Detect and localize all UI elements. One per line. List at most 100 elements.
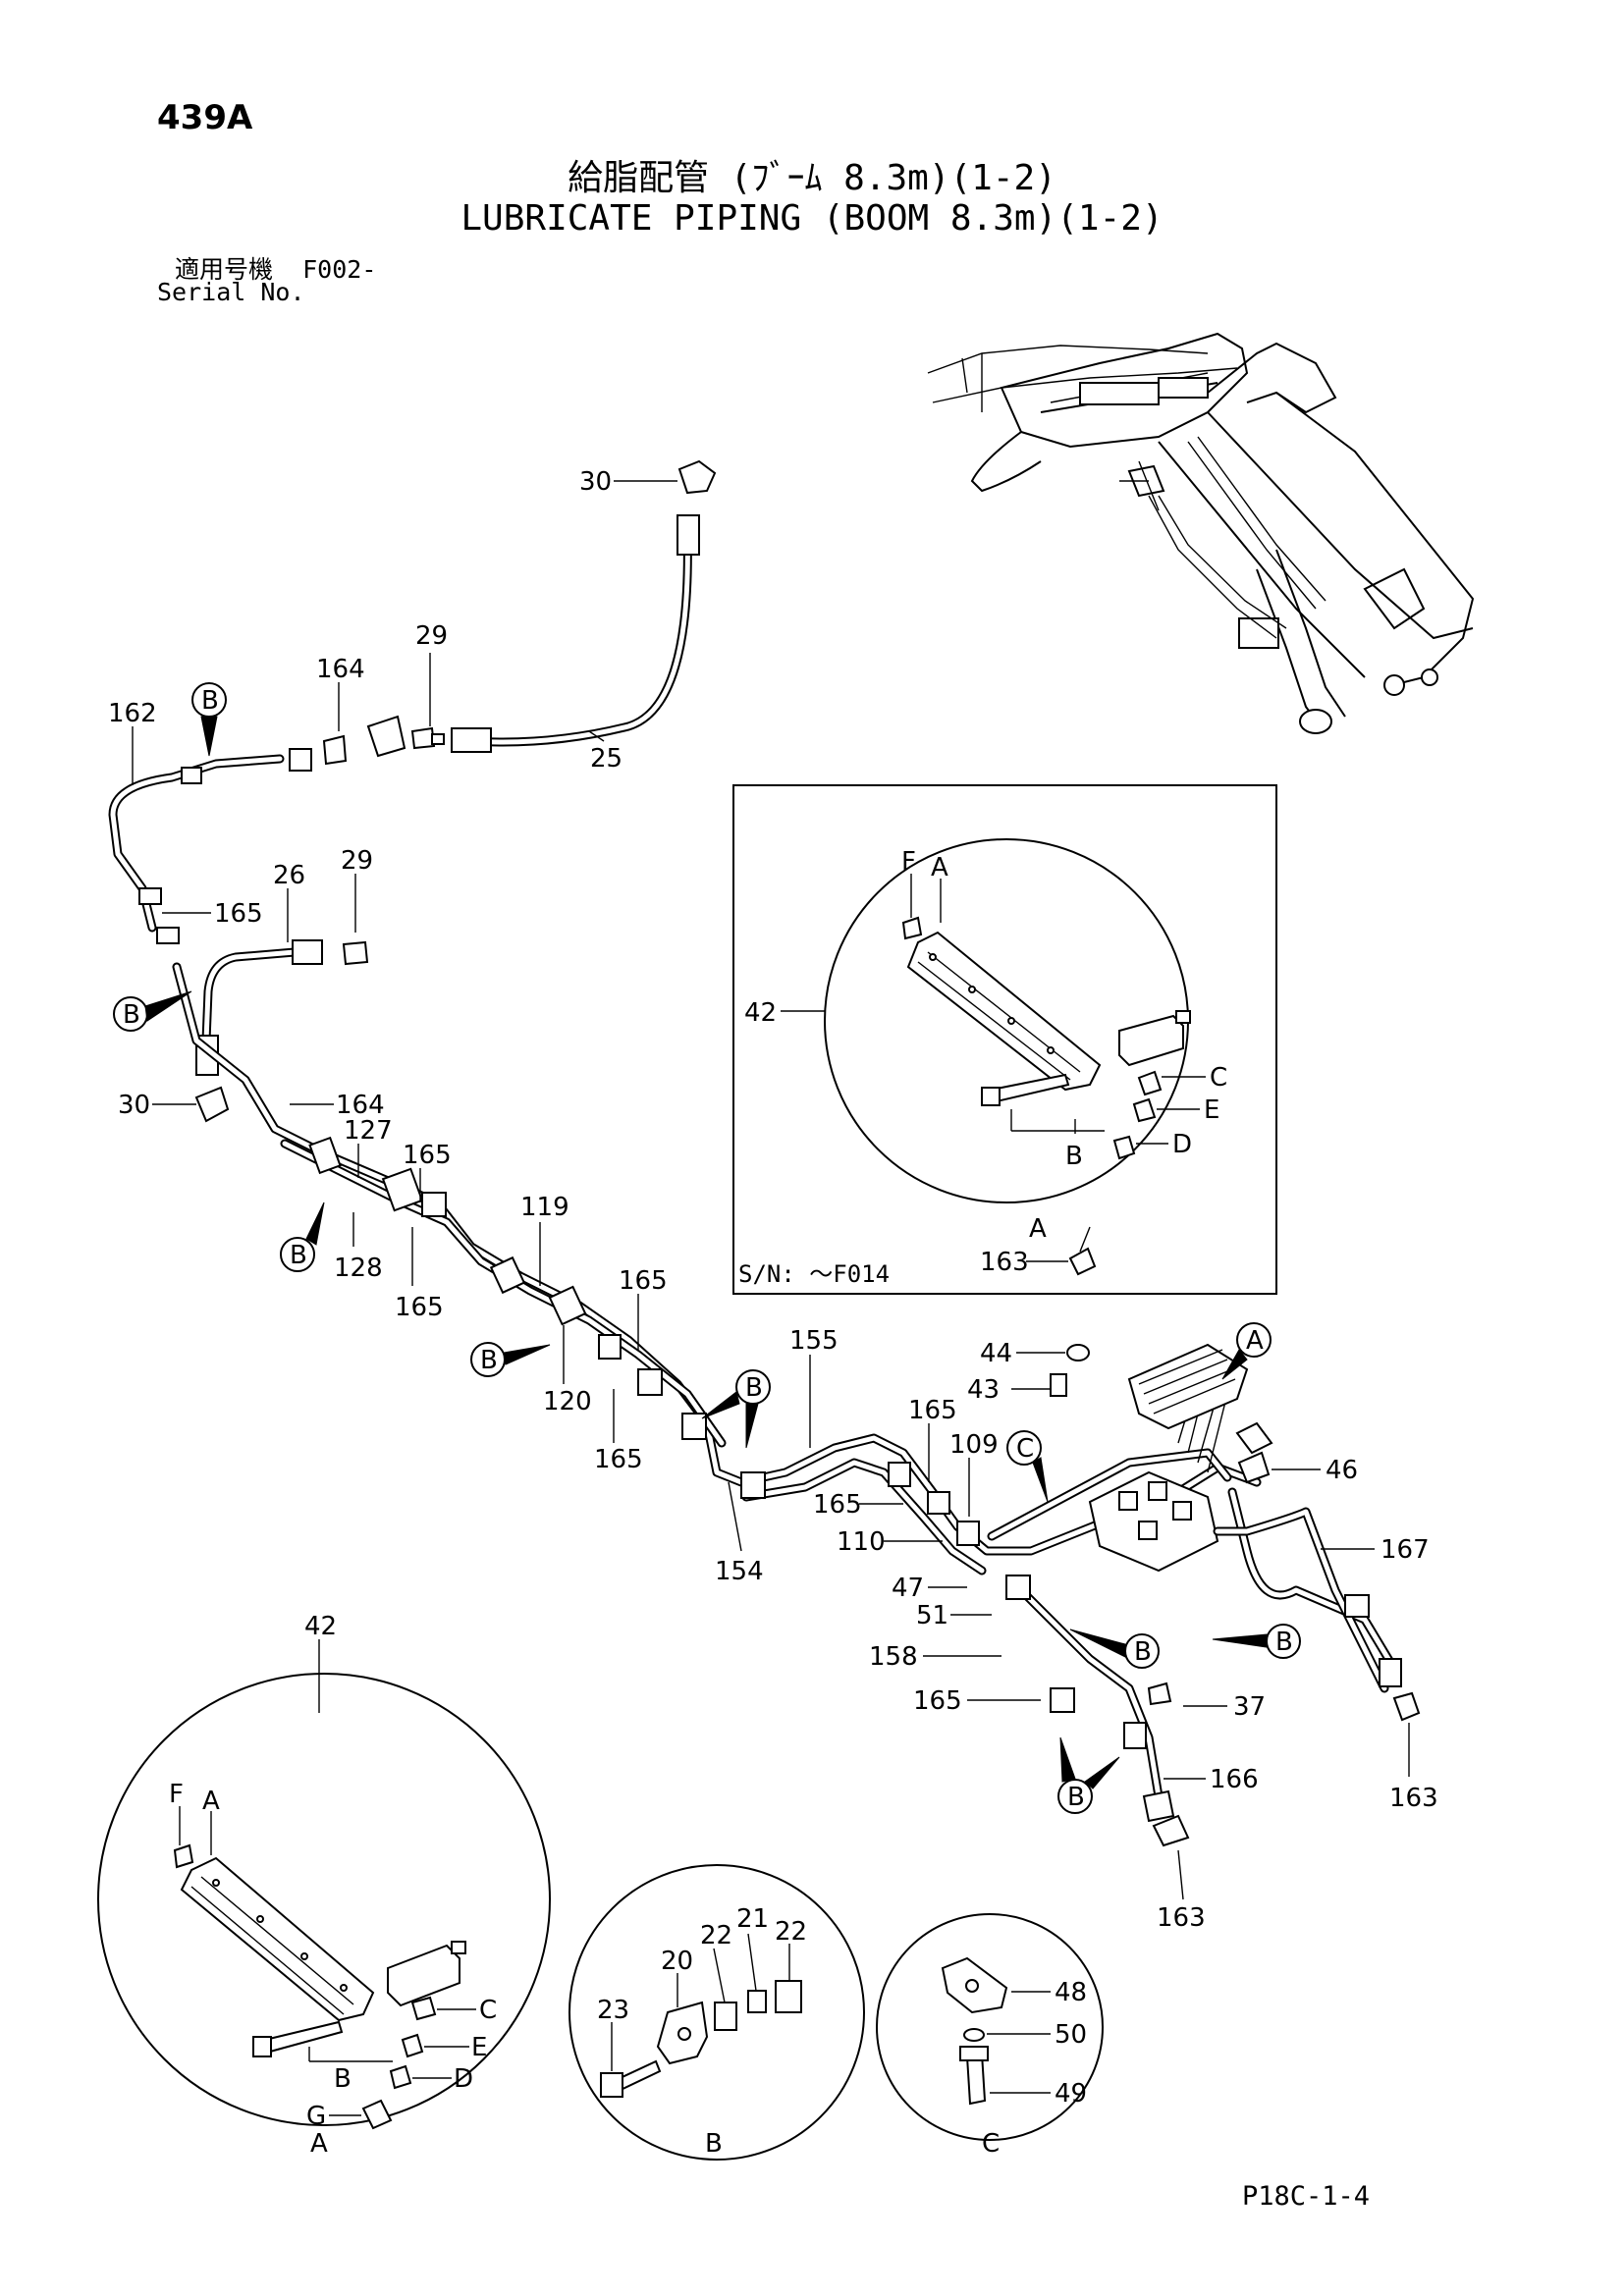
inset-serial-note: S/N: ～F014 xyxy=(738,1260,890,1288)
callout-110: 110 xyxy=(837,1527,886,1557)
page-number: 439A xyxy=(157,98,253,137)
detail-a-label-c: C xyxy=(479,1996,497,2025)
detail-c-callout-50: 50 xyxy=(1055,2020,1087,2050)
svg-text:B: B xyxy=(480,1346,498,1375)
detail-a-label-d: D xyxy=(454,2064,473,2094)
svg-text:B: B xyxy=(123,1000,140,1030)
svg-text:B: B xyxy=(201,686,219,716)
callout-165-g: 165 xyxy=(813,1490,862,1520)
callout-109: 109 xyxy=(949,1430,999,1460)
inset-label-c: C xyxy=(1210,1063,1227,1093)
detail-a-label-e: E xyxy=(471,2033,487,2062)
callout-37: 37 xyxy=(1233,1692,1266,1722)
callout-127: 127 xyxy=(344,1116,393,1146)
callout-29-mid: 29 xyxy=(341,846,373,876)
svg-text:B: B xyxy=(745,1373,763,1403)
callout-46: 46 xyxy=(1326,1456,1358,1485)
callout-47: 47 xyxy=(892,1574,924,1603)
marker-b-7: B xyxy=(1212,1624,1301,1659)
marker-b-6: B xyxy=(1069,1629,1160,1669)
callout-164-top: 164 xyxy=(316,655,365,684)
title-english: LUBRICATE PIPING (BOOM 8.3m)(1-2) xyxy=(460,198,1164,239)
inset-box-early-serial: 42 F A C E D B A 163 S/N: ～F014 xyxy=(732,784,1277,1295)
inset-label-f: F xyxy=(901,847,916,877)
main-callouts: 30 164 29 162 25 26 29 165 30 164 127 16… xyxy=(108,467,1438,1933)
detail-b-callout-21: 21 xyxy=(736,1904,769,1934)
serial-label-english: Serial No. xyxy=(157,278,305,306)
callout-30-top: 30 xyxy=(579,467,612,497)
serial-value: F002- xyxy=(302,255,377,284)
detail-b: 20 22 21 22 23 B xyxy=(568,1864,865,2161)
callout-119: 119 xyxy=(520,1193,569,1222)
detail-c-callout-49: 49 xyxy=(1055,2079,1087,2109)
callout-154: 154 xyxy=(715,1557,764,1586)
detail-a-label-b: B xyxy=(334,2064,352,2094)
svg-text:B: B xyxy=(1067,1783,1085,1812)
detail-b-callout-22a: 22 xyxy=(700,1921,732,1950)
detail-a-label-f: F xyxy=(169,1780,184,1809)
callout-165-f: 165 xyxy=(908,1396,957,1425)
title-japanese: 給脂配管 (ﾌﾞｰﾑ 8.3m)(1-2) xyxy=(568,158,1056,198)
callout-29-top: 29 xyxy=(415,621,448,651)
marker-b-1: B xyxy=(191,682,227,757)
marker-b-8: B xyxy=(1057,1736,1120,1814)
inset-label-e: E xyxy=(1204,1095,1219,1125)
callout-42-detail: 42 xyxy=(304,1612,337,1641)
svg-text:B: B xyxy=(1275,1628,1293,1657)
callout-165-e: 165 xyxy=(594,1445,643,1474)
callout-51: 51 xyxy=(916,1601,948,1630)
inset-callout-163: 163 xyxy=(980,1248,1029,1277)
detail-a: F A C E D B G A xyxy=(97,1673,551,2159)
detail-a-caption: A xyxy=(310,2129,328,2159)
callout-163-bottom: 163 xyxy=(1157,1903,1206,1933)
boom-overview-drawing xyxy=(927,332,1475,734)
marker-b-5: B xyxy=(701,1369,771,1449)
callout-163-right: 163 xyxy=(1389,1784,1438,1813)
marker-b-2: B xyxy=(113,990,192,1032)
callout-167: 167 xyxy=(1380,1535,1430,1565)
callout-165-d: 165 xyxy=(619,1266,668,1296)
svg-text:A: A xyxy=(1246,1326,1264,1356)
detail-b-caption: B xyxy=(705,2129,723,2159)
inset-label-a: A xyxy=(931,853,948,882)
svg-text:C: C xyxy=(1016,1434,1034,1464)
callout-165-h: 165 xyxy=(913,1686,962,1716)
callout-25: 25 xyxy=(590,744,623,774)
detail-b-callout-23: 23 xyxy=(597,1996,629,2025)
callout-120: 120 xyxy=(543,1387,592,1416)
detail-a-label-g: G xyxy=(306,2102,326,2131)
callout-165-a: 165 xyxy=(214,899,263,929)
svg-text:B: B xyxy=(290,1241,307,1270)
serial-line-japanese: 適用号機 F002- xyxy=(175,250,376,286)
inset-label-d: D xyxy=(1172,1130,1192,1159)
callout-164-mid: 164 xyxy=(336,1091,385,1120)
marker-a-main: A xyxy=(1221,1322,1272,1380)
marker-b-4: B xyxy=(470,1342,551,1377)
svg-text:B: B xyxy=(1134,1637,1152,1667)
detail-c: 48 50 49 C xyxy=(876,1913,1104,2159)
main-piping xyxy=(108,459,1421,1847)
callout-26: 26 xyxy=(273,861,305,890)
inset-label-a-bottom: A xyxy=(1029,1214,1047,1244)
callout-43: 43 xyxy=(967,1375,1000,1405)
detail-c-caption: C xyxy=(982,2129,1000,2159)
serial-label-japanese: 適用号機 xyxy=(175,255,274,284)
callout-165-c: 165 xyxy=(395,1293,444,1322)
marker-b-3: B xyxy=(280,1201,325,1272)
callout-166: 166 xyxy=(1210,1765,1259,1794)
callout-158: 158 xyxy=(869,1642,918,1672)
callout-162: 162 xyxy=(108,699,157,728)
callout-44: 44 xyxy=(980,1339,1012,1368)
detail-b-callout-22b: 22 xyxy=(775,1917,807,1947)
detail-a-label-a: A xyxy=(202,1787,220,1816)
detail-c-callout-48: 48 xyxy=(1055,1978,1087,2007)
callout-155: 155 xyxy=(789,1326,839,1356)
inset-label-b: B xyxy=(1065,1142,1083,1171)
inset-callout-42: 42 xyxy=(744,998,777,1028)
callout-165-b: 165 xyxy=(403,1141,452,1170)
callout-128: 128 xyxy=(334,1254,383,1283)
footer-code: P18C-1-4 xyxy=(1242,2181,1371,2212)
callout-30-mid: 30 xyxy=(118,1091,150,1120)
